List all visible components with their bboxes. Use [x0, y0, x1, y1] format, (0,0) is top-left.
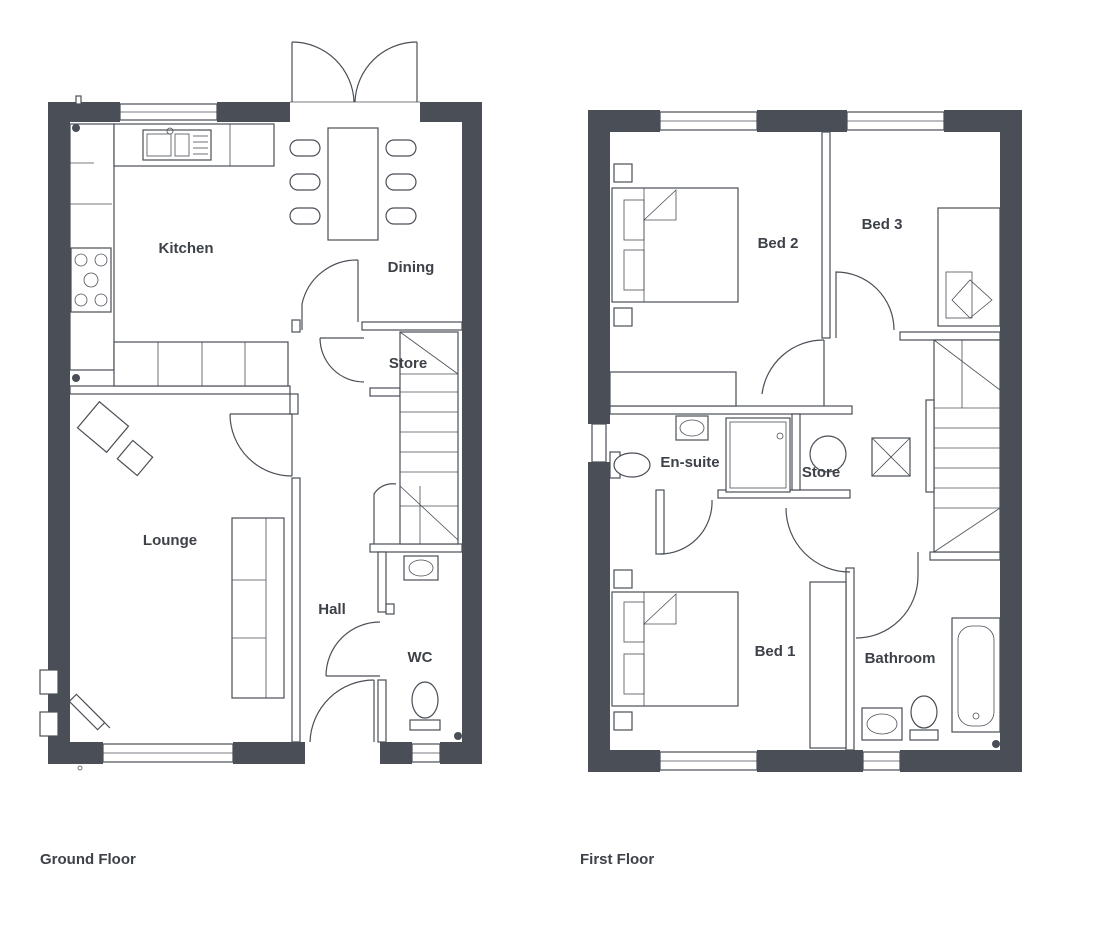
bathroom-fixtures	[861, 617, 1001, 748]
room-label-bathroom: Bathroom	[865, 650, 936, 667]
first-floor-plan: Bed 2 Bed 3 En-suite Store Bed 1 Bathroo…	[588, 110, 1022, 772]
ensuite-fixtures	[609, 415, 911, 493]
first-floor-title: First Floor	[580, 851, 655, 868]
kitchen-units	[69, 95, 289, 387]
first-floor-exterior-walls	[588, 110, 1022, 772]
dining-table	[289, 127, 417, 241]
lounge-furniture	[39, 400, 285, 737]
ground-floor-windows	[102, 103, 441, 763]
ground-floor-stairs	[399, 331, 459, 545]
first-floor-windows	[591, 111, 945, 771]
patio-doors	[290, 41, 420, 103]
ground-floor-plan: Kitchen Dining Store Lounge Hall WC	[39, 41, 482, 771]
room-label-en-suite: En-suite	[660, 454, 719, 471]
first-floor-doors	[659, 271, 919, 639]
wc-fixtures	[77, 555, 462, 771]
first-floor-beds	[611, 163, 1001, 731]
first-floor-internal-walls	[609, 131, 1001, 751]
room-label-bed-2: Bed 2	[758, 235, 799, 252]
room-label-kitchen: Kitchen	[158, 240, 213, 257]
first-floor-room-labels: Bed 2 Bed 3 En-suite Store Bed 1 Bathroo…	[660, 216, 935, 667]
room-label-bed-3: Bed 3	[862, 216, 903, 233]
first-floor-stairs	[925, 339, 1001, 553]
ground-floor-doors	[229, 259, 397, 743]
ground-floor-title: Ground Floor	[40, 851, 136, 868]
room-label-hall: Hall	[318, 601, 346, 618]
ground-floor-room-labels: Kitchen Dining Store Lounge Hall WC	[143, 240, 434, 666]
room-label-store-first-floor: Store	[802, 464, 840, 481]
ground-floor-internal-walls	[69, 319, 463, 743]
room-label-dining: Dining	[388, 259, 435, 276]
room-label-wc: WC	[408, 649, 433, 666]
room-label-lounge: Lounge	[143, 532, 197, 549]
room-label-store: Store	[389, 355, 427, 372]
ground-floor-exterior-walls	[48, 102, 482, 764]
room-label-bed-1: Bed 1	[755, 643, 796, 660]
